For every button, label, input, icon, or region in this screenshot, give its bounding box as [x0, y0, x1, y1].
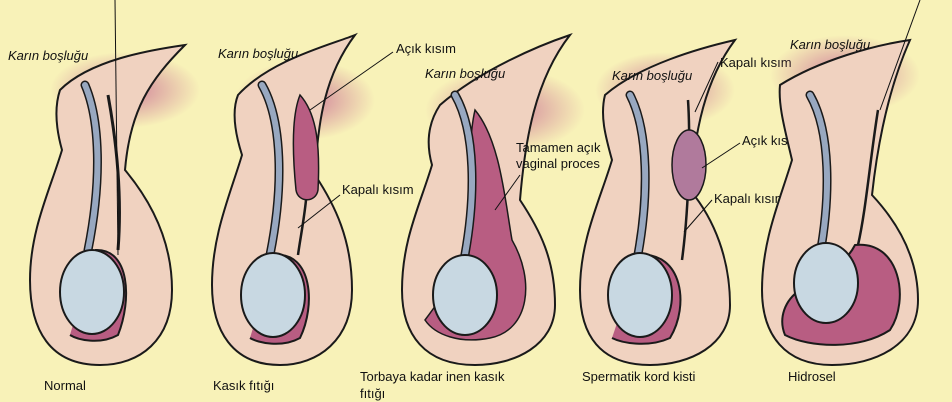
panel-inguinal-hernia: Karın boşluğu Açık kısım Kapalı kısım Ka… — [210, 32, 456, 393]
panel-scrotal-hernia: Karın boşluğu Tamamen açık vaginal proce… — [360, 33, 601, 401]
closed-processus — [856, 109, 880, 246]
abdomen-leader — [114, 0, 119, 256]
closed-processus — [106, 94, 122, 251]
panel-normal: Karın boşluğu Normal — [8, 0, 200, 393]
caption-normal: Normal — [44, 378, 86, 393]
testis — [240, 252, 306, 338]
abdomen-label: Karın boşluğu — [8, 48, 88, 63]
caption-inguinal-hernia: Kasık fıtığı — [213, 378, 274, 393]
abdomen-label: Karın boşluğu — [790, 37, 870, 52]
vaginal-label-line1: Tamamen açık — [516, 140, 601, 155]
vaginal-label-line2: vaginal proces — [516, 156, 600, 171]
closed-bottom-label: Kapalı kısım — [714, 191, 786, 206]
closed-processus — [296, 199, 308, 256]
caption-hydrocele: Hidrosel — [788, 369, 836, 384]
caption-scrotal-hernia-line1: Torbaya kadar inen kasık — [360, 369, 505, 384]
cord-cyst — [671, 129, 707, 201]
testis — [59, 249, 125, 335]
panel-cord-cyst: Karın boşluğu Kapalı kısım Açık kısım Ka… — [578, 38, 802, 384]
abdomen-label: Karın boşluğu — [218, 46, 298, 61]
testis — [607, 252, 673, 338]
closed-part-label: Kapalı kısım — [342, 182, 414, 197]
caption-cord-cyst: Spermatik kord kisti — [582, 369, 696, 384]
open-part-label: Açık kısım — [396, 41, 456, 56]
testis — [793, 242, 859, 324]
hernia-sac-open — [292, 93, 320, 201]
abdomen-label: Karın boşluğu — [425, 66, 505, 81]
caption-scrotal-hernia-line2: fıtığı — [360, 386, 385, 401]
testis — [432, 254, 498, 336]
panel-hydrocele: Karın boşluğu Hidrosel — [760, 0, 921, 384]
abdomen-label: Karın boşluğu — [612, 68, 692, 83]
